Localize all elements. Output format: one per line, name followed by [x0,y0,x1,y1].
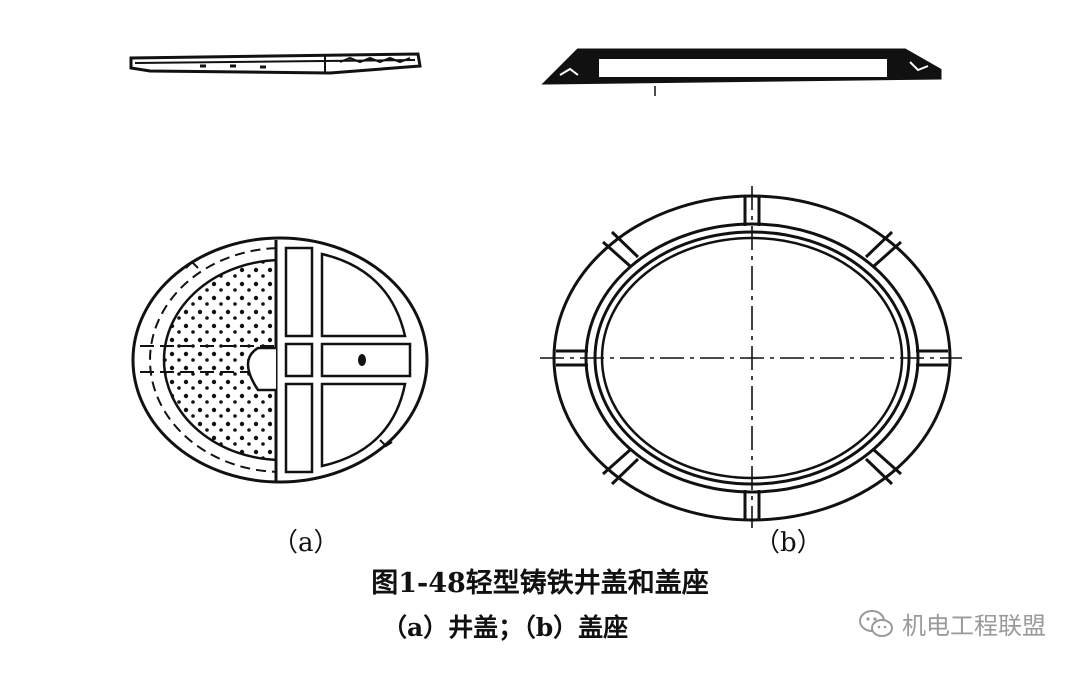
cover-side-view [129,52,422,75]
caption-title: 图1-48轻型铸铁井盖和盖座 [371,568,709,599]
cover-plan-view [131,236,429,484]
figure-drawing [129,48,962,528]
watermark: 机电工程联盟 [858,606,1046,641]
label-seat: （b） [754,528,823,558]
watermark-text: 机电工程联盟 [902,612,1046,640]
label-cover: （a） [272,528,340,558]
seat-plan-view [540,186,962,528]
wechat-icon [859,609,893,637]
seat-side-view [541,48,942,96]
caption-subtitle: （a）井盖；（b）盖座 [382,613,629,642]
